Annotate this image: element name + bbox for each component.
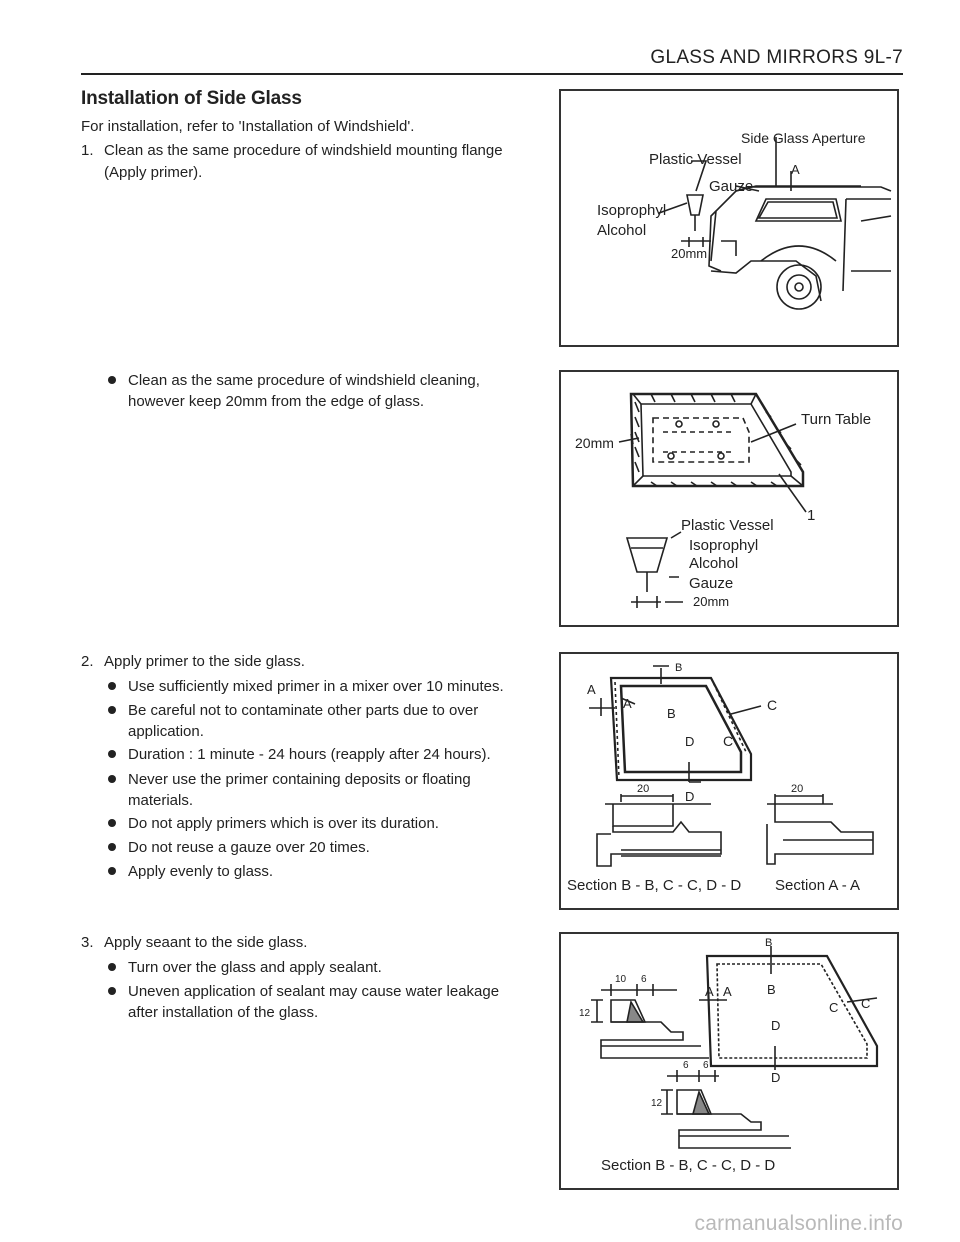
figure-side-glass-aperture: Side Glass Aperture Plastic Vessel A Gau… xyxy=(559,89,899,347)
label-plastic-vessel-2: Plastic Vessel xyxy=(681,517,774,534)
label-10: 10 xyxy=(615,974,627,985)
step-2-bullet: Do not apply primers which is over its d… xyxy=(108,813,439,834)
intro-text: For installation, refer to 'Installation… xyxy=(81,118,415,135)
step-2-bullet-3: Duration : 1 minute - 24 hours (reapply … xyxy=(128,746,491,763)
clean-bullet: Clean as the same procedure of windshiel… xyxy=(108,370,480,391)
step-3-number: 3. xyxy=(81,934,94,951)
step-3-bullet-1: Turn over the glass and apply sealant. xyxy=(128,959,382,976)
label-gauze-2: Gauze xyxy=(689,575,733,592)
label-alcohol: Alcohol xyxy=(597,222,646,239)
step-2-bullet-1: Use sufficiently mixed primer in a mixer… xyxy=(128,678,504,695)
header-rule xyxy=(81,73,903,75)
figure-3-illustration: B A A B C C D D 20 20 Section B - B, C -… xyxy=(567,662,874,894)
label-c2: C xyxy=(861,996,870,1011)
step-2-bullet: Duration : 1 minute - 24 hours (reapply … xyxy=(108,744,491,765)
label-d-inner: D xyxy=(685,734,694,749)
step-2-bullet-6: Do not reuse a gauze over 20 times. xyxy=(128,839,370,856)
label-b-inner: B xyxy=(667,706,676,721)
bullet-dot xyxy=(108,963,116,971)
bullet-dot xyxy=(108,376,116,384)
step-2-bullet-2a: Be careful not to contaminate other part… xyxy=(128,702,479,719)
step-2-bullet-4a: Never use the primer containing deposits… xyxy=(128,771,471,788)
label-isoprophyl-2: Isoprophyl xyxy=(689,537,758,554)
step-1-line-1: Clean as the same procedure of windshiel… xyxy=(104,142,503,159)
label-d-bottom: D xyxy=(685,789,694,804)
label-6c: 6 xyxy=(703,1060,709,1071)
label-d-bottom-4: D xyxy=(771,1070,780,1085)
bullet-dot xyxy=(108,682,116,690)
step-2-text: Apply primer to the side glass. xyxy=(104,653,305,670)
label-alcohol-2: Alcohol xyxy=(689,555,738,572)
label-12b: 12 xyxy=(651,1098,663,1109)
label-20mm-bottom: 20mm xyxy=(693,594,729,609)
section-title: Installation of Side Glass xyxy=(81,88,302,109)
bullet-dot xyxy=(108,867,116,875)
step-1-line-2: (Apply primer). xyxy=(104,164,203,181)
step-2-bullet: Do not reuse a gauze over 20 times. xyxy=(108,837,370,858)
watermark: carmanualsonline.info xyxy=(694,1212,903,1235)
step-1-number: 1. xyxy=(81,142,94,159)
label-20mm-left: 20mm xyxy=(575,435,614,451)
label-turn-table: Turn Table xyxy=(801,411,871,428)
bullet-dot xyxy=(108,819,116,827)
step-3-bullet: Turn over the glass and apply sealant. xyxy=(108,957,382,978)
label-a2: A xyxy=(723,984,732,999)
step-2-bullet: Use sufficiently mixed primer in a mixer… xyxy=(108,676,504,697)
label-20-left: 20 xyxy=(637,783,649,795)
label-12: 12 xyxy=(579,1008,591,1019)
clean-bullet-line-2: however keep 20mm from the edge of glass… xyxy=(128,393,424,410)
step-3-bullet-2b: after installation of the glass. xyxy=(128,1004,319,1021)
label-c1: C xyxy=(829,1000,838,1015)
bullet-dot xyxy=(108,843,116,851)
bullet-dot xyxy=(108,750,116,758)
figure-1-illustration: Side Glass Aperture Plastic Vessel A Gau… xyxy=(597,130,892,310)
label-c-inner: C xyxy=(723,733,733,749)
label-1: 1 xyxy=(807,507,815,524)
label-20mm: 20mm xyxy=(671,246,707,261)
page-header-title: GLASS AND MIRRORS 9L-7 xyxy=(650,47,903,68)
label-a-left: A xyxy=(587,682,596,697)
step-3-bullet: Uneven application of sealant may cause … xyxy=(108,981,500,1002)
figure-turn-table: Turn Table 20mm 1 Plastic Vessel Isoprop… xyxy=(559,370,899,627)
label-d-inner-4: D xyxy=(771,1018,780,1033)
figure-2-illustration: Turn Table 20mm 1 Plastic Vessel Isoprop… xyxy=(575,392,871,609)
bullet-dot xyxy=(108,987,116,995)
step-2-bullet: Apply evenly to glass. xyxy=(108,861,274,882)
label-side-glass-aperture: Side Glass Aperture xyxy=(741,130,866,146)
figure-sealant-sections: B 10 6 12 A A B C C D D 6 6 12 Section B… xyxy=(559,932,899,1190)
clean-bullet-line-1: Clean as the same procedure of windshiel… xyxy=(128,372,480,389)
label-plastic-vessel: Plastic Vessel xyxy=(649,151,742,168)
label-20-right: 20 xyxy=(791,783,803,795)
label-b-inner-4: B xyxy=(767,982,776,997)
figure-4-illustration: B 10 6 12 A A B C C D D 6 6 12 Section B… xyxy=(579,937,879,1174)
figure-primer-sections: B A A B C C D D 20 20 Section B - B, C -… xyxy=(559,652,899,910)
step-3-bullet-2a: Uneven application of sealant may cause … xyxy=(128,983,500,1000)
label-gauze: Gauze xyxy=(709,178,753,195)
bullet-dot xyxy=(108,706,116,714)
label-6b: 6 xyxy=(683,1060,689,1071)
label-c-right: C xyxy=(767,697,777,713)
caption-sections-bcd: Section B - B, C - C, D - D xyxy=(567,877,741,894)
label-a: A xyxy=(791,162,800,177)
step-2-bullet-4b: materials. xyxy=(128,792,194,809)
step-3-text: Apply seaant to the side glass. xyxy=(104,934,308,951)
step-2-bullet-7: Apply evenly to glass. xyxy=(128,863,274,880)
label-b-top: B xyxy=(675,662,682,674)
caption-section-aa: Section A - A xyxy=(775,877,860,894)
label-isoprophyl: Isoprophyl xyxy=(597,202,666,219)
label-b-top-4: B xyxy=(765,937,772,949)
step-2-bullet-2b: application. xyxy=(128,723,204,740)
step-2-bullet: Never use the primer containing deposits… xyxy=(108,769,471,790)
label-a-inner: A xyxy=(623,696,632,711)
label-6: 6 xyxy=(641,974,647,985)
label-a1: A xyxy=(705,984,714,999)
step-2-bullet: Be careful not to contaminate other part… xyxy=(108,700,479,721)
bullet-dot xyxy=(108,775,116,783)
step-2-number: 2. xyxy=(81,653,94,670)
caption-sections-bcd-4: Section B - B, C - C, D - D xyxy=(601,1157,775,1174)
step-2-bullet-5: Do not apply primers which is over its d… xyxy=(128,815,439,832)
